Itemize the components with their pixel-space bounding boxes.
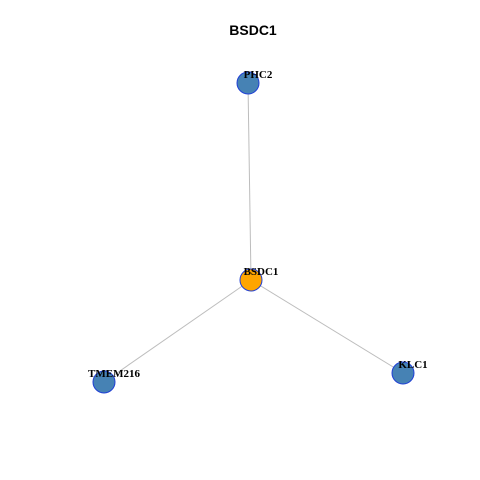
edge-bsdc1-phc2 — [247, 82, 252, 281]
node-circle-phc2 — [236, 71, 260, 95]
node-circle-klc1 — [391, 361, 415, 385]
node-label-klc1: KLC1 — [398, 359, 427, 371]
node-label-bsdc1: BSDC1 — [244, 266, 279, 278]
edge-layer — [103, 82, 404, 383]
graph-title: BSDC1 — [229, 22, 277, 38]
node-phc2: PHC2 — [236, 69, 273, 95]
node-bsdc1: BSDC1 — [239, 266, 279, 292]
node-label-phc2: PHC2 — [244, 69, 273, 81]
node-label-tmem216: TMEM216 — [88, 368, 140, 380]
node-tmem216: TMEM216 — [88, 368, 140, 394]
node-circle-bsdc1 — [239, 268, 263, 292]
edge-bsdc1-tmem216 — [103, 279, 252, 383]
node-klc1: KLC1 — [391, 359, 428, 385]
edge-bsdc1-klc1 — [250, 279, 404, 374]
node-circle-tmem216 — [92, 370, 116, 394]
